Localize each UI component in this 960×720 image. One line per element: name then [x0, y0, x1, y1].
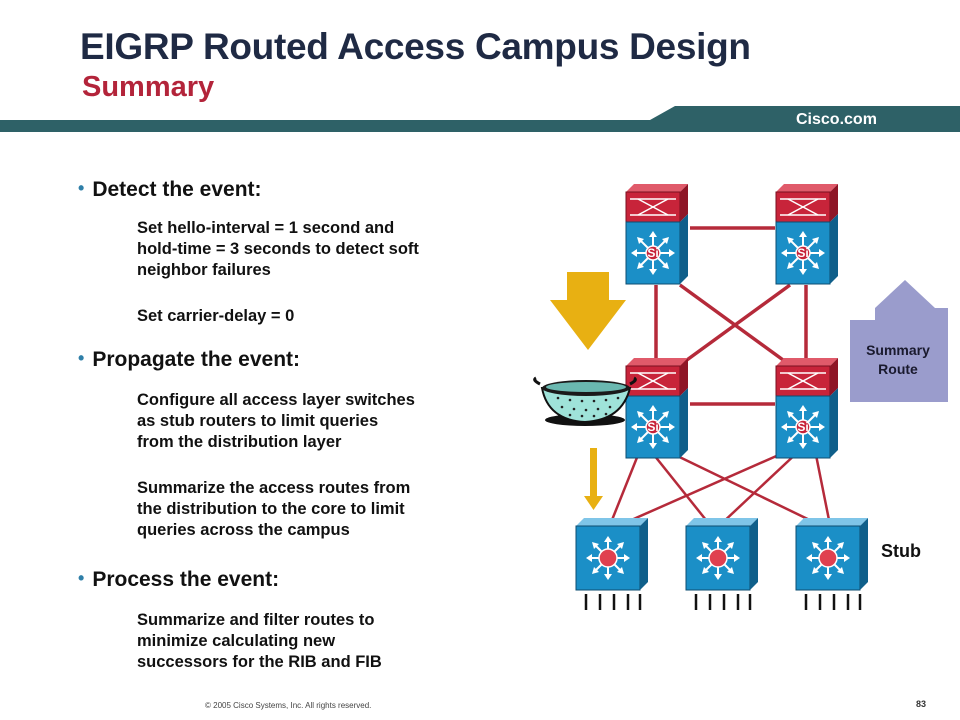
bullet-dot-icon: • — [78, 568, 85, 588]
cisco-brand: Cisco.com — [796, 111, 877, 128]
text-line: the distribution to the core to limit — [137, 500, 405, 518]
text-line: Set carrier-delay = 0 — [137, 307, 295, 325]
text-line: as stub routers to limit queries — [137, 412, 379, 430]
si-label: Si — [797, 246, 808, 260]
summary-route-arrow — [850, 280, 948, 402]
si-label: Si — [647, 420, 658, 434]
text-line: from the distribution layer — [137, 433, 342, 451]
bullet-dot-icon: • — [78, 348, 85, 368]
text-line: queries across the campus — [137, 521, 350, 539]
bullet-detect-event: • Detect the event: — [78, 178, 262, 202]
text-line: successors for the RIB and FIB — [137, 653, 382, 671]
bullet-propagate-event: • Propagate the event: — [78, 348, 300, 372]
access-switch-3 — [796, 518, 868, 610]
strainer-icon — [533, 376, 637, 426]
small-arrow-down-icon — [584, 448, 603, 510]
summary-route-label: Summary Route — [848, 341, 948, 379]
text-line: hold-time = 3 seconds to detect soft — [137, 240, 419, 258]
page-title: EIGRP Routed Access Campus Design — [80, 26, 751, 67]
sub-item-summarize-filter: Summarize and filter routes to minimize … — [137, 610, 382, 673]
stub-label: Stub — [881, 541, 921, 561]
bullet-process-event: • Process the event: — [78, 568, 279, 592]
sub-item-summarize-access: Summarize the access routes from the dis… — [137, 478, 410, 541]
text-line: Set hello-interval = 1 second and — [137, 219, 395, 237]
page-subtitle: Summary — [82, 71, 215, 103]
summary-line: Route — [878, 361, 918, 377]
copyright: © 2005 Cisco Systems, Inc. All rights re… — [205, 701, 372, 710]
core-switch-left — [626, 184, 688, 284]
distribution-switch-right — [776, 358, 838, 458]
header-band — [0, 106, 960, 132]
bullet-heading: Detect the event: — [92, 178, 262, 201]
distribution-switch-left — [626, 358, 688, 458]
bullet-heading: Process the event: — [92, 568, 280, 591]
si-label: Si — [647, 246, 658, 260]
text-line: minimize calculating new — [137, 632, 336, 650]
network-links — [608, 226, 832, 527]
text-line: Configure all access layer switches — [137, 391, 415, 409]
page-number: 83 — [916, 699, 927, 709]
access-switch-2 — [686, 518, 758, 610]
sub-item-carrier-delay: Set carrier-delay = 0 — [137, 306, 294, 327]
text-line: Summarize and filter routes to — [137, 611, 375, 629]
core-switch-right — [776, 184, 838, 284]
bullet-dot-icon: • — [78, 178, 85, 198]
access-switch-1 — [576, 518, 648, 610]
si-label: Si — [797, 420, 808, 434]
text-line: neighbor failures — [137, 261, 271, 279]
bullet-heading: Propagate the event: — [92, 348, 301, 371]
sub-item-hello-interval: Set hello-interval = 1 second and hold-t… — [137, 218, 419, 281]
arrow-down-icon — [550, 272, 626, 350]
sub-item-stub-routers: Configure all access layer switches as s… — [137, 390, 415, 453]
summary-line: Summary — [866, 342, 930, 358]
text-line: Summarize the access routes from — [137, 479, 411, 497]
